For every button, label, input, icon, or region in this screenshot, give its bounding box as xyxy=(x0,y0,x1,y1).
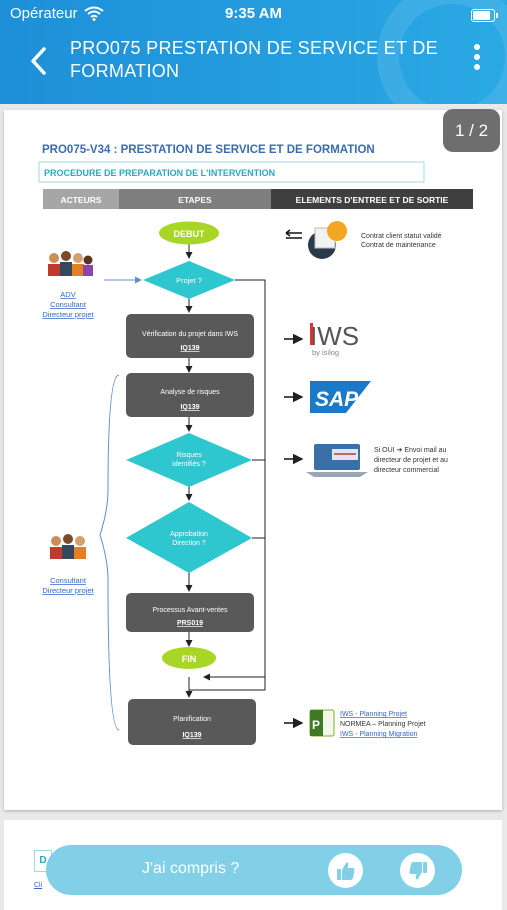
step-avant-ventes-shape xyxy=(126,593,254,632)
doc-subtitle: PROCEDURE DE PREPARATION DE L'INTERVENTI… xyxy=(44,168,275,178)
col-header-actors: ACTEURS xyxy=(60,195,101,205)
actor-consultant-2[interactable]: Consultant xyxy=(50,576,87,585)
step-avant-ventes: Processus Avant-ventes xyxy=(153,607,228,614)
decision-approbation-line2: Direction ? xyxy=(172,540,206,547)
step-avant-ventes-ref[interactable]: PRS019 xyxy=(177,620,203,627)
page-title: PRO075 PRESTATION DE SERVICE ET DE FORMA… xyxy=(70,38,438,81)
wifi-icon xyxy=(84,6,104,21)
project-file-icon: P xyxy=(309,709,335,737)
more-options-icon[interactable] xyxy=(473,44,481,74)
plan-link-iws-projet[interactable]: IWS - Planning Projet xyxy=(340,711,407,718)
mail-line2: directeur de projet et au xyxy=(374,457,448,464)
decision-approbation-shape xyxy=(126,502,252,573)
step-planification-shape xyxy=(128,699,256,745)
decision-risques-line1: Risques xyxy=(176,452,202,459)
iws-logo-accent xyxy=(310,323,313,345)
iws-logo-sub: by isilog xyxy=(312,348,339,357)
step-verification-shape xyxy=(126,314,254,358)
doc-title: PRO075-V34 : PRESTATION DE SERVICE ET DE… xyxy=(42,144,375,156)
decision-risques-shape xyxy=(126,433,252,487)
feedback-bar: J'ai compris ? xyxy=(46,845,462,895)
app-header: Opérateur 9:35 AM PRO075 PRESTATION DE S… xyxy=(0,0,507,104)
laptop-mail-icon xyxy=(306,444,368,477)
step-debut-shape xyxy=(159,221,219,245)
feedback-question: J'ai compris ? xyxy=(142,860,240,877)
actors-brace xyxy=(99,374,120,731)
step-fin: FIN xyxy=(182,654,197,664)
logo-watermark xyxy=(377,0,507,104)
decision-risques-line2: identifiés ? xyxy=(172,461,206,468)
decision-approbation-line1: Approbation xyxy=(170,531,208,538)
flow-connectors xyxy=(185,244,266,698)
actor-directeur-projet[interactable]: Directeur projet xyxy=(42,310,94,319)
io-arrows xyxy=(284,229,304,729)
back-arrow-icon[interactable] xyxy=(26,44,50,78)
carrier-label: Opérateur xyxy=(10,5,78,22)
document-page-1[interactable]: PRO075-V34 : PRESTATION DE SERVICE ET DE… xyxy=(4,110,502,810)
contract-icon xyxy=(308,221,347,259)
col-header-elements: ELEMENTS D'ENTREE ET DE SORTIE xyxy=(296,195,449,205)
clock: 9:35 AM xyxy=(225,5,282,22)
actor-consultant[interactable]: Consultant xyxy=(50,300,87,309)
doc-subtitle-box xyxy=(38,161,425,183)
col-header-steps: ETAPES xyxy=(178,195,212,205)
step-analyse: Analyse de risques xyxy=(160,389,220,396)
page2-cli-fragment: Cli xyxy=(34,882,43,889)
mail-line1: Si OUI ➔ Envoi mail au xyxy=(374,447,446,454)
sap-logo: SAP xyxy=(315,388,359,411)
svg-text:P: P xyxy=(312,718,320,732)
actor-directeur-projet-2[interactable]: Directeur projet xyxy=(42,586,94,595)
actor-adv[interactable]: ADV xyxy=(60,290,75,299)
iws-logo: IWS xyxy=(310,321,359,351)
thumbs-down-icon xyxy=(409,862,427,880)
step-verification-ref[interactable]: IQ139 xyxy=(180,345,199,352)
thumbs-up-icon xyxy=(337,862,355,880)
thumbs-down-button[interactable] xyxy=(400,853,435,888)
decision-projet-shape xyxy=(143,261,235,299)
plan-link-iws-migration[interactable]: IWS - Planning Migration xyxy=(340,731,418,738)
step-fin-shape xyxy=(162,647,216,669)
col-header-elements-bg xyxy=(271,189,473,209)
col-header-actors-bg xyxy=(43,189,119,209)
step-planification-ref[interactable]: IQ139 xyxy=(182,732,201,739)
page-indicator: 1 / 2 xyxy=(443,109,500,152)
plan-normea: NORMEA – Planning Projet xyxy=(340,721,426,728)
step-analyse-ref[interactable]: IQ139 xyxy=(180,404,199,411)
step-verification: Vérification du projet dans IWS xyxy=(142,331,238,338)
step-debut: DEBUT xyxy=(174,229,206,239)
step-planification: Planification xyxy=(173,716,211,723)
contrat-line1: Contrat client statut validé xyxy=(361,233,442,240)
actors-group-2-icon xyxy=(50,534,86,559)
col-header-steps-bg xyxy=(119,189,271,209)
actors-group-1-icon xyxy=(48,251,93,276)
flowchart: PRO075-V34 : PRESTATION DE SERVICE ET DE… xyxy=(38,144,473,745)
contrat-line2: Contrat de maintenance xyxy=(361,242,436,249)
battery-icon xyxy=(471,9,498,22)
thumbs-up-button[interactable] xyxy=(328,853,363,888)
decision-projet: Projet ? xyxy=(176,276,202,285)
step-analyse-shape xyxy=(126,373,254,417)
mail-line3: directeur commercial xyxy=(374,467,439,474)
sap-logo-shape xyxy=(310,381,371,413)
